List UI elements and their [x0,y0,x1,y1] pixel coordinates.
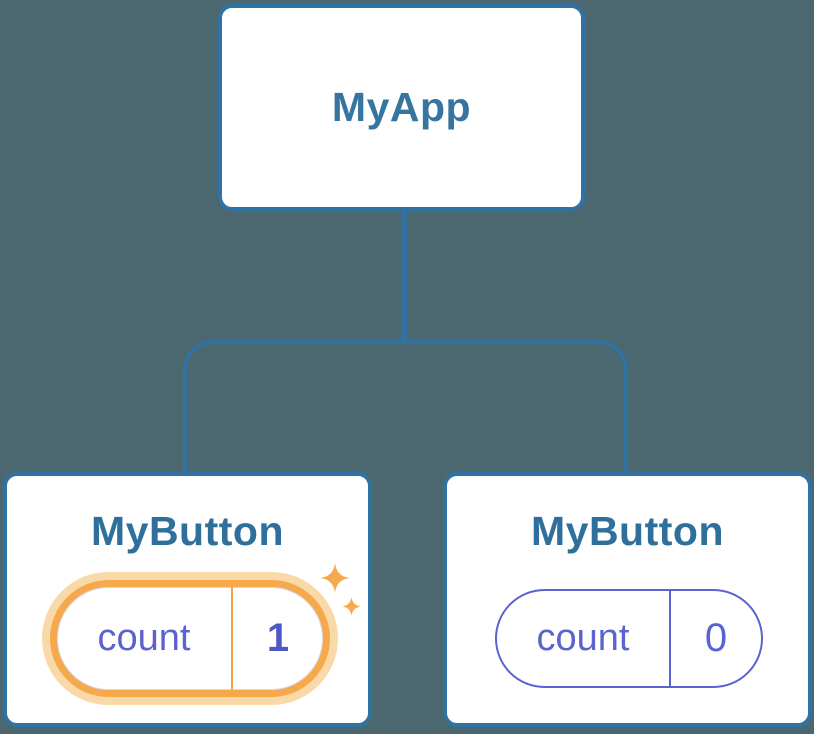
state-value-cell: 1 [231,587,323,690]
state-value: 1 [266,616,290,660]
state-key-cell: count [497,591,669,686]
state-pill-default: count 0 [495,589,763,688]
node-mybutton-label: MyButton [90,508,284,554]
state-key-label: count [97,617,191,659]
connector-bracket [183,340,628,472]
state-pill-highlighted: count 1 [50,580,330,697]
state-value-cell: 0 [669,591,761,686]
connector-stem [402,209,407,344]
node-mybutton-default: MyButton count 0 [443,472,812,727]
node-mybutton-highlighted: MyButton count 1 [3,472,372,727]
node-myapp: MyApp [218,4,585,211]
state-key-label: count [536,617,630,659]
node-mybutton-label: MyButton [530,508,724,554]
state-key-cell: count [57,587,231,690]
node-myapp-label: MyApp [331,84,472,130]
sparkle-icon [320,563,361,616]
state-value: 0 [704,616,728,660]
